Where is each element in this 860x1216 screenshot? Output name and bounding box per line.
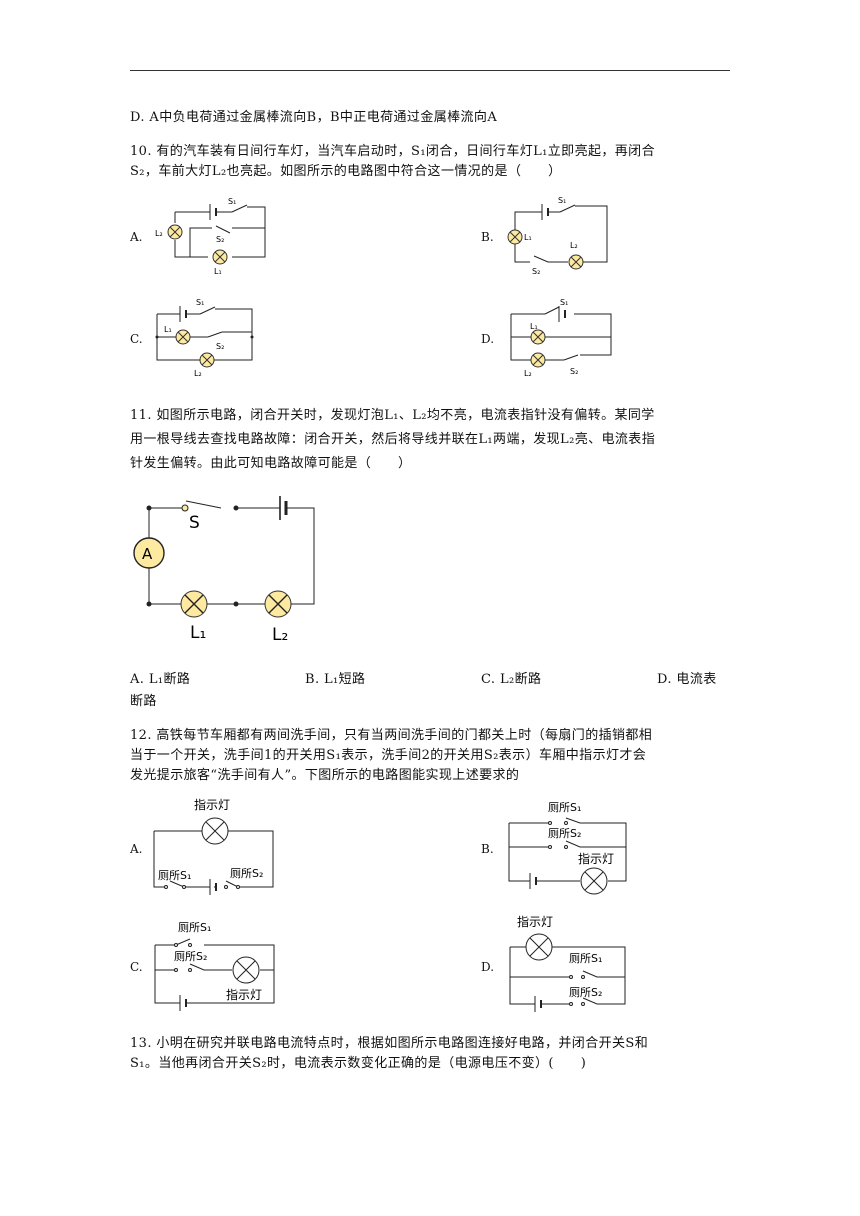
q12a-s2: 厕所S₂ — [230, 867, 263, 880]
q10a-s2: S₂ — [216, 235, 224, 244]
q10-label-d: D. — [481, 332, 495, 346]
q10a-s1: S₁ — [228, 197, 236, 206]
q11-option-b: B. L₁短路 — [305, 672, 366, 687]
q11-option-c: C. L₂断路 — [481, 672, 542, 687]
q12-label-b: B. — [481, 842, 494, 856]
q10a-l1: L₁ — [214, 267, 222, 276]
q10c-s2: S₂ — [216, 342, 224, 351]
q10d-l2: L₂ — [524, 369, 532, 378]
q12c-s1: 厕所S₁ — [178, 921, 211, 934]
q10-label-a: A. — [130, 230, 143, 244]
q10d-l1: L₁ — [530, 322, 538, 331]
q10b-l2: L₂ — [570, 241, 578, 250]
q10-circuit-a: S₁ S₂ L₂ L₁ — [155, 197, 266, 276]
q11-ammeter-label: A — [142, 545, 153, 563]
q10d-s2: S₂ — [570, 367, 578, 376]
q10-line2: S₂，车前大灯L₂也亮起。如图所示的电路图中符合这一情况的是（ ） — [130, 164, 562, 179]
q10-label-b: B. — [481, 230, 494, 244]
q11-option-d: D. 电流表 — [657, 672, 717, 687]
q12b-lamp: 指示灯 — [578, 851, 614, 866]
q12-circuit-d: 指示灯 厕所S₁ 厕所S₂ — [509, 914, 626, 1012]
q10b-l1: L₁ — [524, 233, 532, 242]
q10c-l1: L₁ — [164, 325, 172, 334]
q10-circuit-d: S₁ L₁ L₂ S₂ — [510, 298, 612, 378]
q10-line1: 10. 有的汽车装有日间行车灯，当汽车启动时，S₁闭合，日间行车灯L₁立即亮起，… — [130, 144, 655, 159]
q12d-s1: 厕所S₁ — [569, 952, 602, 965]
q11-switch-label: S — [189, 513, 200, 533]
q10b-s1: S₁ — [558, 196, 566, 205]
q12a-s1: 厕所S₁ — [158, 869, 191, 882]
q11-line1: 11. 如图所示电路，闭合开关时，发现灯泡L₁、L₂均不亮，电流表指针没有偏转。… — [130, 408, 655, 423]
q12d-s2: 厕所S₂ — [569, 986, 602, 999]
q10d-s1: S₁ — [560, 298, 568, 307]
q13-line2: S₁。当他再闭合开关S₂时，电流表示数变化正确的是（电源电压不变）( ) — [130, 1056, 587, 1071]
q10c-s1: S₁ — [196, 298, 204, 307]
q11-line3: 针发生偏转。由此可知电路故障可能是（ ） — [130, 456, 412, 471]
q12d-lamp: 指示灯 — [517, 914, 553, 929]
header-rule — [130, 70, 730, 71]
q12-circuit-b: 厕所S₁ 厕所S₂ 指示灯 — [508, 801, 627, 895]
q10-circuit-b: S₁ L₁ L₂ S₂ — [507, 196, 608, 276]
q9-option-d: D. A中负电荷通过金属棒流向B，B中正电荷通过金属棒流向A — [130, 110, 498, 125]
q12-circuit-a: 指示灯 厕所S₁ 厕所S₂ — [153, 797, 274, 895]
q10c-l2: L₂ — [194, 369, 202, 378]
q10b-s2: S₂ — [532, 267, 540, 276]
q12b-s2: 厕所S₂ — [548, 827, 581, 840]
q11-circuit: A S L₁ L₂ — [133, 496, 315, 645]
q11-line2: 用一根导线去查找电路故障：闭合开关，然后将导线并联在L₁两端，发现L₂亮、电流表… — [130, 432, 656, 447]
q12-label-c: C. — [130, 960, 143, 974]
q12a-lamp: 指示灯 — [194, 797, 230, 812]
q12b-s1: 厕所S₁ — [548, 801, 581, 814]
q12-line3: 发光提示旅客“洗手间有人”。下图所示的电路图能实现上述要求的 — [130, 768, 520, 783]
q11-option-d-wrap: 断路 — [130, 694, 157, 709]
q10a-l2: L₂ — [155, 229, 163, 238]
q13-line1: 13. 小明在研究并联电路电流特点时，根据如图所示电路图连接好电路，并闭合开关S… — [130, 1036, 649, 1051]
q12c-lamp: 指示灯 — [226, 987, 262, 1002]
q11-l1-label: L₁ — [190, 623, 206, 643]
q12-line1: 12. 高铁每节车厢都有两间洗手间，只有当两间洗手间的门都关上时（每扇门的插销都… — [130, 728, 653, 743]
q12-label-a: A. — [130, 842, 143, 856]
q10-circuit-c: S₁ L₁ S₂ L₂ — [155, 298, 254, 378]
q12c-s2: 厕所S₂ — [174, 950, 207, 963]
q12-circuit-c: 厕所S₁ 厕所S₂ 指示灯 — [154, 921, 275, 1011]
q11-l2-label: L₂ — [272, 625, 288, 645]
q10-label-c: C. — [130, 332, 143, 346]
q12-line2: 当于一个开关，洗手间1的开关用S₁表示，洗手间2的开关用S₂表示）车厢中指示灯才… — [130, 748, 647, 763]
q12-label-d: D. — [481, 960, 495, 974]
q11-option-a: A. L₁断路 — [130, 672, 191, 687]
